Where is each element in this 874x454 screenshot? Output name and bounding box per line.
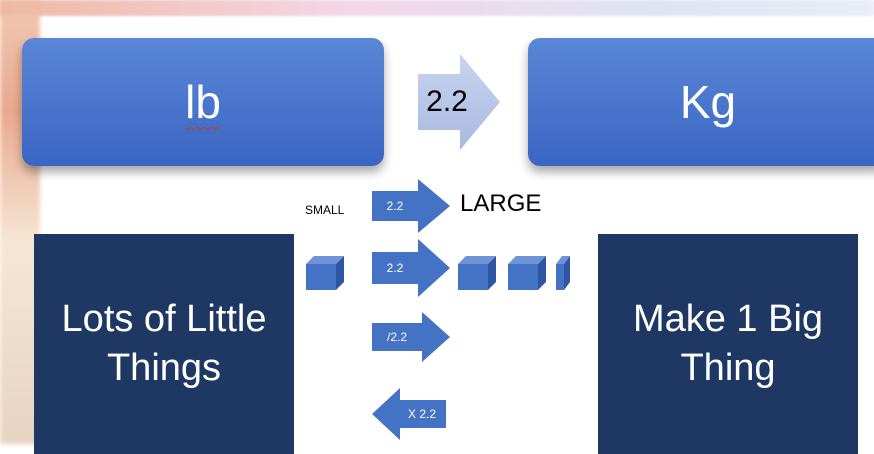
make-1-big-thing-panel: Make 1 Big Thing (598, 234, 858, 454)
large-label: LARGE (460, 190, 542, 217)
cube-icon (508, 256, 546, 290)
kg-unit-label: Kg (679, 76, 737, 128)
left-panel-text: Lots of Little Things (61, 297, 267, 389)
lb-unit-label: lb (185, 76, 221, 128)
small-label: SMALL (305, 203, 345, 217)
arrow-label-2: 2.2 (386, 261, 404, 275)
arrow-left-icon (372, 388, 446, 440)
arrow-label-1: 2.2 (386, 199, 404, 213)
lots-of-little-things-panel: Lots of Little Things (34, 234, 294, 454)
right-panel-text: Make 1 Big Thing (632, 297, 824, 389)
arrow-right-icon (372, 179, 450, 233)
cube-icon (306, 256, 344, 290)
arrow-label-4: X 2.2 (407, 407, 437, 421)
lb-unit-box: lb (22, 38, 384, 166)
cube-icon (458, 256, 496, 290)
conversion-arrow-icon (418, 54, 500, 150)
arrow-right-icon (372, 239, 450, 297)
arrow-label-3: /2.2 (386, 330, 407, 344)
background-top-decoration (0, 0, 874, 16)
kg-unit-box: Kg (528, 38, 874, 166)
conversion-factor-label: 2.2 (426, 85, 468, 118)
cube-icon (556, 256, 570, 290)
arrow-right-icon (372, 312, 450, 362)
